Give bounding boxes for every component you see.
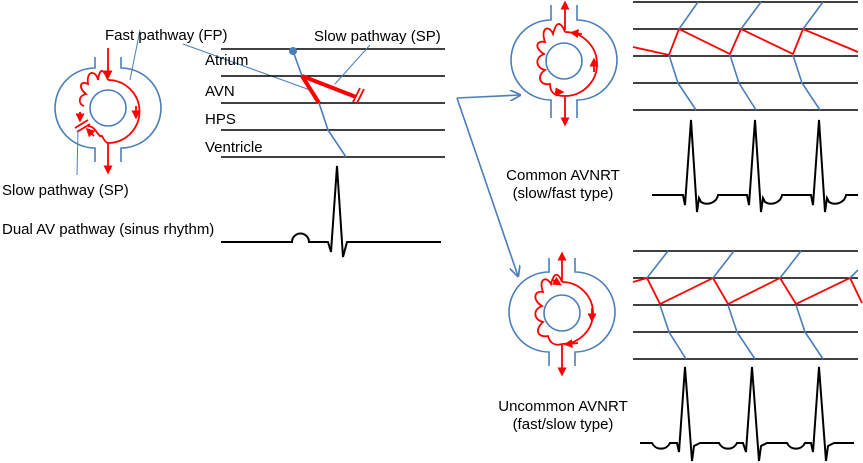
uncommon-atrial-activation-4 (849, 269, 859, 279)
sinus-ladder-diagram (221, 44, 445, 158)
common-ecg-trace (652, 119, 858, 213)
slow-pathway-block-1 (352, 87, 361, 103)
uncommon-ventricular-activation-1 (659, 304, 687, 360)
sinus-conduction-path (292, 50, 347, 158)
uncommon-ventricular-activation-2 (727, 304, 756, 360)
common-node-outline-right (576, 5, 618, 118)
common-atrial-activation-2 (740, 1, 762, 30)
common-slow-pathway-wave (536, 23, 566, 97)
sp-leader-line-top (334, 44, 371, 85)
common-caption-line1: Common AVNRT (506, 167, 620, 184)
common-ventricular-activation-3 (792, 54, 821, 111)
ladder-label-atrium: Atrium (205, 52, 248, 69)
fast-pathway-label: Fast pathway (FP) (105, 27, 228, 44)
uncommon-bottom-arrow (563, 339, 579, 349)
av-node-outline-left (54, 57, 96, 162)
slow-pathway-block-2 (356, 88, 365, 104)
sp-leader-line-bottom (76, 129, 79, 176)
common-avnrt-schematic (510, 0, 618, 127)
fp-to-ladder-leader (182, 43, 311, 91)
dual-pathway-schematic (54, 29, 311, 176)
uncommon-node-outline-left (508, 258, 550, 366)
common-atrial-activation-1 (678, 1, 699, 30)
sinus-ecg-trace (221, 165, 441, 258)
ladder-label-ventricle: Ventricle (205, 139, 263, 156)
uncommon-ladder-diagram (632, 250, 863, 360)
arrow-to-common (456, 95, 520, 98)
uncommon-node-outline-right (574, 258, 616, 366)
common-reentry-path (632, 27, 859, 57)
arrow-to-uncommon (456, 97, 518, 276)
uncommon-ventricular-activation-3 (795, 304, 824, 360)
common-atrial-activation-3 (802, 1, 824, 30)
uncommon-caption-line1: Uncommon AVNRT (498, 398, 628, 415)
common-node-outline-left (510, 5, 552, 118)
slow-pathway-wave (78, 70, 109, 107)
av-node-outline-right (120, 57, 162, 162)
slow-pathway-block-mark-2 (76, 123, 91, 133)
branch-arrows (456, 95, 520, 276)
uncommon-slow-pathway-wave (534, 273, 563, 346)
uncommon-node-inner-ring (543, 294, 581, 332)
common-caption-line2: (slow/fast type) (513, 185, 614, 202)
dual-pathway-caption: Dual AV pathway (sinus rhythm) (2, 221, 214, 238)
fp-leader-line (129, 29, 141, 81)
fast-pathway-conduction (300, 74, 321, 105)
slow-pathway-arrow-2 (85, 127, 96, 138)
uncommon-atrial-activation-3 (779, 250, 802, 279)
common-ventricular-activation-1 (668, 54, 697, 111)
common-ventricular-activation-2 (729, 54, 757, 111)
ladder-label-hps: HPS (205, 111, 236, 128)
common-ladder-diagram (632, 1, 859, 111)
av-node-inner-ring (89, 89, 127, 127)
fast-pathway-arc (107, 79, 141, 144)
uncommon-avnrt-schematic (508, 251, 616, 377)
uncommon-sp-arrow (551, 276, 562, 286)
slow-pathway-wave-lower (87, 125, 109, 144)
uncommon-fast-pathway-arc (561, 281, 594, 345)
slow-pathway-conduction (301, 74, 357, 99)
uncommon-caption-line2: (fast/slow type) (513, 416, 614, 433)
common-top-arrow (569, 29, 583, 39)
common-node-inner-ring (545, 42, 583, 80)
uncommon-atrial-activation-2 (712, 250, 735, 279)
slow-pathway-label-bottom: Slow pathway (SP) (2, 182, 129, 199)
uncommon-ecg-trace (640, 366, 854, 462)
uncommon-atrial-activation-1 (646, 250, 669, 279)
slow-pathway-label-top: Slow pathway (SP) (314, 28, 441, 45)
uncommon-reentry-path (632, 276, 863, 306)
ladder-label-avn: AVN (205, 83, 235, 100)
slow-pathway-block-mark-1 (74, 119, 89, 129)
